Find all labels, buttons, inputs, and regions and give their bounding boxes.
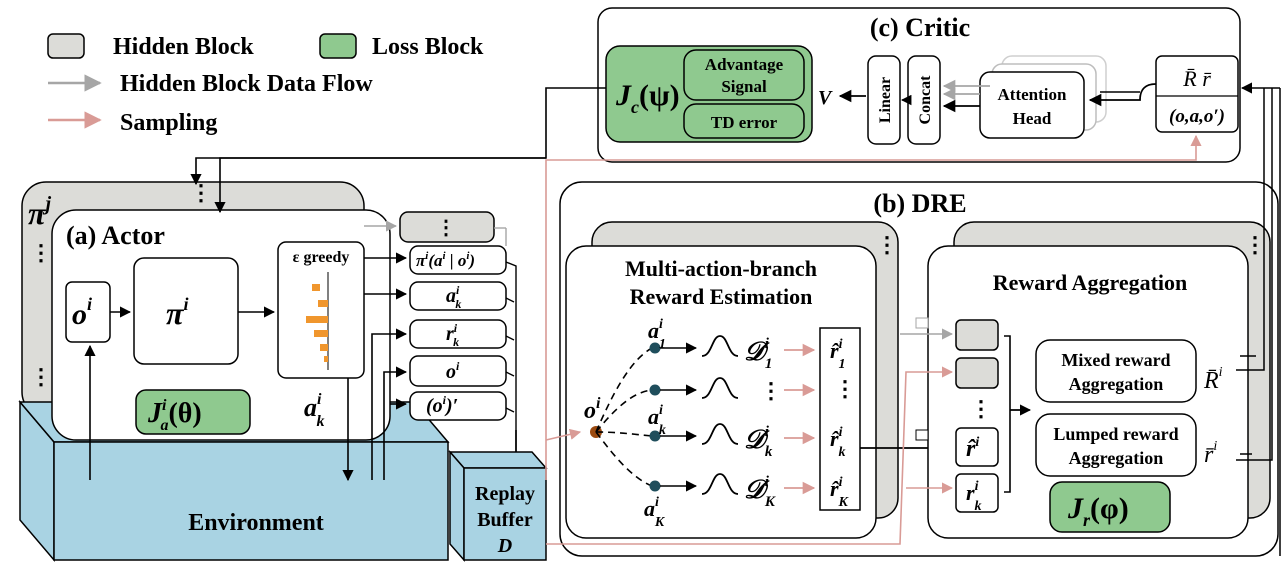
actor-policy	[133, 257, 239, 365]
svg-text:⋮: ⋮	[436, 217, 456, 239]
svg-text:Multi-action-branch: Multi-action-branch	[625, 256, 817, 281]
svg-text:rik: rik	[446, 321, 459, 349]
svg-text:⋮: ⋮	[1244, 232, 1266, 257]
agent-pi-label: πj	[28, 193, 51, 231]
multi-action-branch-block	[565, 245, 877, 539]
critic-to-actor-lines	[190, 87, 606, 214]
critic-input-transition: (o,a,o′)	[1169, 106, 1225, 127]
actor-panel: πj ⋮ ⋮ ⋮ Environment (a) Actor oi πi ε g…	[18, 180, 522, 563]
replay-buffer-line1: Replay	[475, 483, 535, 505]
dre-panel: (b) DRE ⋮ Multi-action-branch Reward Est…	[559, 82, 1281, 557]
svg-text:⋮: ⋮	[30, 364, 52, 389]
agg-rk-block	[955, 473, 999, 513]
svg-text:Head: Head	[1013, 109, 1052, 128]
svg-text:⋮: ⋮	[834, 376, 856, 401]
dre-title: (b) DRE	[873, 189, 966, 218]
output-policy-prob	[409, 245, 507, 275]
lumped-reward-aggregation	[1035, 413, 1197, 477]
td-error-block	[683, 103, 805, 139]
environment-label: Environment	[188, 510, 324, 536]
legend-sampling-label: Sampling	[120, 110, 217, 136]
distribution-curves	[701, 335, 739, 495]
legend-hidden-flow-label: Hidden Block Data Flow	[120, 71, 373, 97]
critic-title: (c) Critic	[870, 13, 970, 42]
replay-buffer: Replay Buffer D	[448, 450, 548, 562]
agg-hidden-block-1	[955, 319, 999, 351]
svg-text:(oi)′: (oi)′	[426, 393, 458, 417]
svg-text:Linear: Linear	[877, 77, 894, 123]
svg-text:πi(ai | oi): πi(ai | oi)	[416, 250, 475, 270]
sampling-lines	[545, 134, 1202, 545]
agg-hidden-block-2	[955, 357, 999, 389]
svg-text:Mixed reward: Mixed reward	[1061, 350, 1170, 370]
critic-input-rewards: R̄ r̄	[1182, 66, 1212, 91]
svg-text:⋮: ⋮	[970, 396, 992, 421]
replay-buffer-line3: D	[497, 535, 512, 557]
output-hidden-block	[399, 211, 495, 243]
svg-text:Aggregation: Aggregation	[1069, 448, 1164, 468]
attention-head	[979, 71, 1085, 139]
output-next-observation	[409, 391, 507, 421]
output-reward	[409, 319, 507, 349]
dre-loss-block	[1049, 481, 1171, 533]
legend-loss-swatch	[319, 33, 357, 59]
legend-hidden-label: Hidden Block	[113, 34, 254, 60]
svg-text:aik: aik	[446, 283, 461, 311]
mixed-reward-aggregation	[1035, 339, 1197, 403]
dre-to-critic-lines	[1236, 88, 1273, 461]
svg-text:Signal: Signal	[721, 77, 767, 96]
actor-title: (a) Actor	[66, 221, 165, 250]
svg-text:⋮: ⋮	[876, 232, 898, 257]
dre-loss-symbol: Jr(φ)	[1067, 492, 1129, 530]
legend-loss-label: Loss Block	[372, 34, 484, 60]
agg-rhat-block	[955, 427, 999, 467]
epsilon-greedy-label: ε greedy	[293, 249, 350, 266]
svg-text:Reward Estimation: Reward Estimation	[630, 284, 813, 309]
critic-input-box	[1155, 55, 1239, 133]
epsilon-greedy-block	[277, 241, 365, 379]
lumped-reward-symbol: r̄i	[1204, 439, 1217, 468]
svg-text:Concat: Concat	[917, 75, 934, 125]
legend-hidden-swatch	[47, 33, 85, 59]
linear-layer	[867, 55, 901, 145]
actor-loss-block	[135, 389, 251, 435]
svg-text:πi: πi	[166, 294, 188, 331]
svg-text:Attention: Attention	[998, 85, 1067, 104]
estimated-reward-column	[819, 327, 861, 511]
dre-obs-label: oi	[584, 395, 601, 424]
svg-text:TD error: TD error	[711, 113, 778, 132]
replay-buffer-line2: Buffer	[477, 509, 533, 531]
svg-text:⋮: ⋮	[30, 240, 52, 265]
svg-text:⋮: ⋮	[190, 180, 212, 205]
critic-loss-symbol: Jc(ψ)	[615, 79, 680, 117]
output-to-buffer-lines	[505, 261, 517, 466]
branch-nodes	[649, 342, 698, 492]
svg-text:Lumped reward: Lumped reward	[1053, 424, 1178, 444]
output-action	[409, 281, 507, 311]
mixed-reward-symbol: R̄i	[1203, 365, 1223, 394]
svg-text:Aggregation: Aggregation	[1069, 374, 1164, 394]
critic-value-label: V	[818, 87, 833, 109]
svg-text:oi: oi	[72, 294, 92, 331]
output-observation	[409, 355, 507, 387]
svg-text:⋮: ⋮	[760, 378, 782, 403]
critic-panel: (c) Critic Jc(ψ) Advantage Signal TD err…	[597, 7, 1241, 163]
epsilon-greedy-bars	[306, 272, 329, 370]
legend: Hidden Block Loss Block Hidden Block Dat…	[47, 33, 484, 136]
svg-text:Advantage: Advantage	[705, 55, 784, 74]
svg-text:Reward Aggregation: Reward Aggregation	[993, 270, 1188, 295]
advantage-signal-block	[683, 49, 805, 101]
